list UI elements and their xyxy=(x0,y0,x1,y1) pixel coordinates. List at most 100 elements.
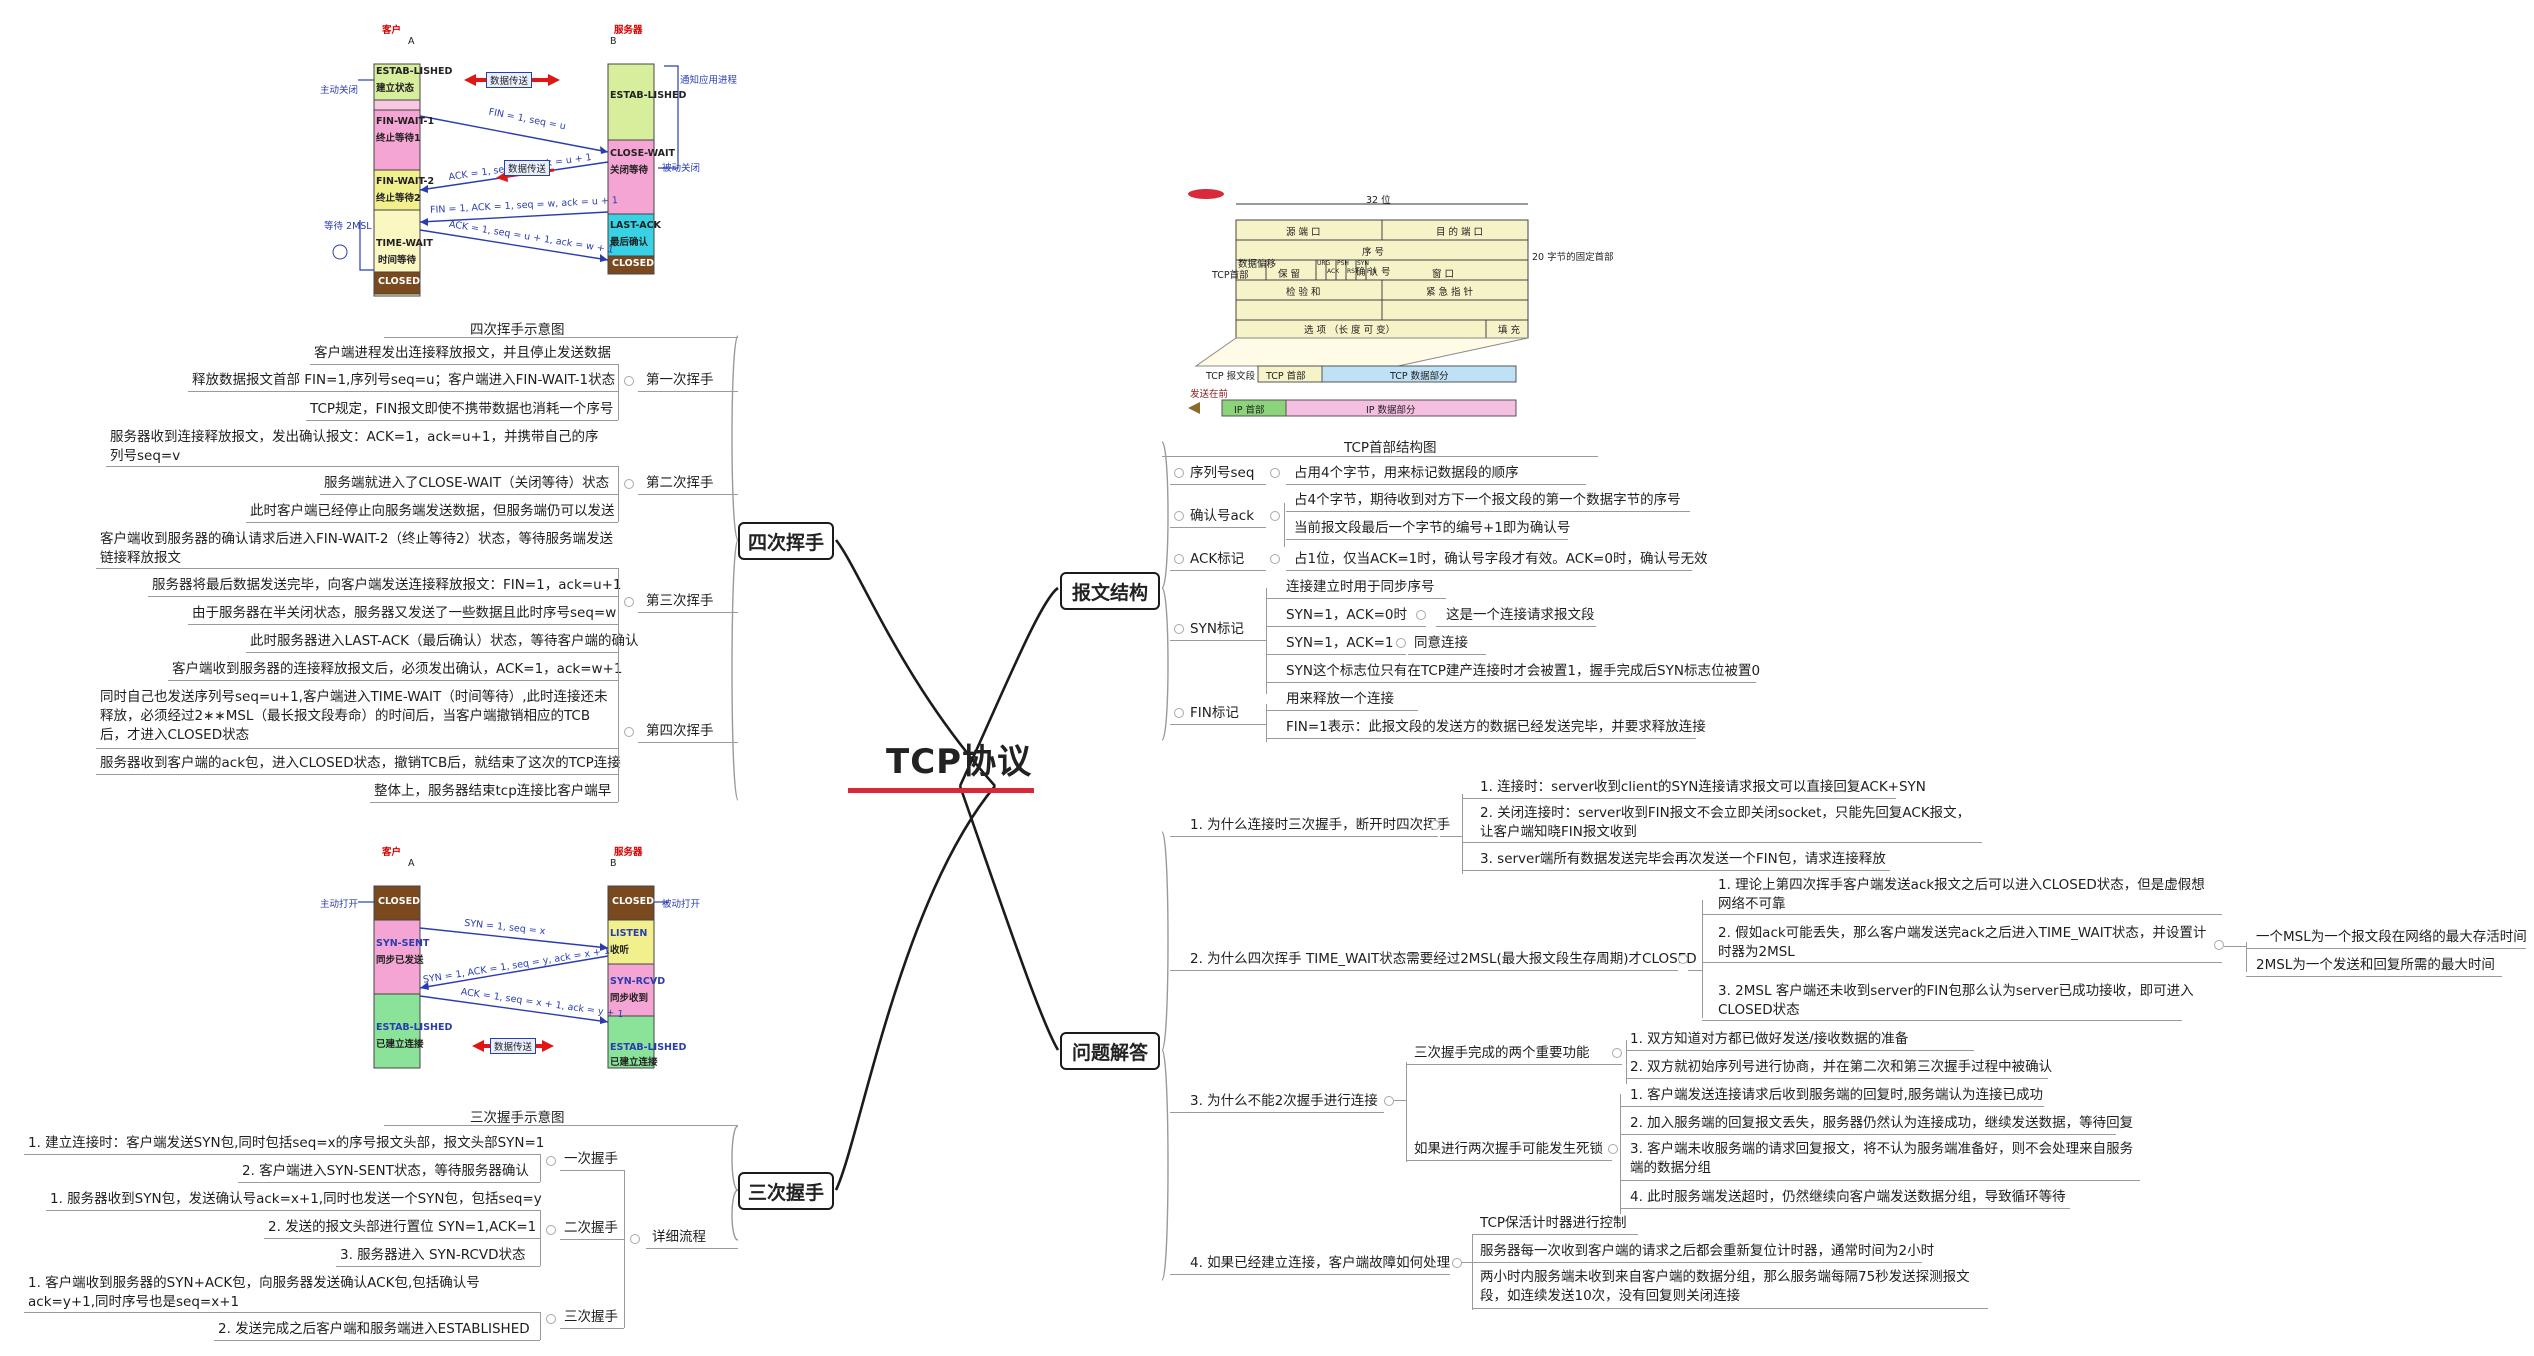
qa-q2c: 3. 2MSL 客户端还未收到server的FIN包那么认为server已成功接… xyxy=(1718,983,2194,1018)
four-wave-figure-svg xyxy=(332,63,679,297)
hdr-ack: 确 认 号 xyxy=(1356,267,1391,278)
hdr-checksum: 检 验 和 xyxy=(1286,287,1321,298)
qa-q2b2: 2MSL为一个发送和回复所需的最大时间 xyxy=(2256,957,2495,973)
four-item-5: 服务端就进入了CLOSE-WAIT（关闭等待）状态 xyxy=(324,475,610,491)
curve-struct xyxy=(958,586,1059,787)
four-lbl-1: 第一次挥手 xyxy=(646,372,714,388)
root-title: TCP协议 xyxy=(886,742,1033,782)
fig-estab-c: 建立状态 xyxy=(376,83,415,94)
hdr-flag-urg: URG xyxy=(1317,260,1331,267)
shake-b: B xyxy=(610,858,617,869)
fig-passive-close: 被动关闭 xyxy=(662,163,701,174)
fig-closed-b: CLOSED xyxy=(612,258,654,269)
four-item-11: 客户端收到服务器的连接释放报文后，必须发出确认，ACK=1，ack=w+1 xyxy=(172,661,623,677)
fig-finwait1-c: 终止等待1 xyxy=(376,133,421,144)
hdr-options: 选 项 （长 度 可 变） xyxy=(1304,325,1396,336)
three-lbl-2: 二次握手 xyxy=(564,1220,618,1236)
hdr-flag-fin: FIN xyxy=(1367,268,1377,275)
three-item-3: 1. 服务器收到SYN包，发送确认号ack=x+1,同时也发送一个SYN包，包括… xyxy=(50,1191,542,1207)
three-lbl-1: 一次握手 xyxy=(564,1151,618,1167)
struct-syn-d4: SYN这个标志位只有在TCP建产连接时才会被置1，握手完成后SYN标志位被置0 xyxy=(1286,663,1761,679)
fig-timewait: TIME-WAIT xyxy=(376,238,433,249)
fig-finwait1: FIN-WAIT-1 xyxy=(376,116,435,127)
qa-q4b: 服务器每一次收到客户端的请求之后都会重新复位计时器，通常时间为2小时 xyxy=(1480,1243,1935,1259)
four-item-14: 整体上，服务器结束tcp连接比客户端早 xyxy=(374,783,612,799)
struct-fin-d2: FIN=1表示：此报文段的发送方的数据已经发送完毕，并要求释放连接 xyxy=(1286,719,1706,735)
struct-syn-d3: SYN=1，ACK=1 xyxy=(1286,635,1394,651)
four-lbl-3: 第三次挥手 xyxy=(646,593,714,609)
hdr-reserved: 保 留 xyxy=(1278,269,1301,280)
qa-q2b: 2. 假如ack可能丢失，那么客户端发送完ack之后进入TIME_WAIT状态，… xyxy=(1718,925,2207,960)
hdr-flag-psh: PSH xyxy=(1337,260,1349,267)
four-item-4: 服务器收到连接释放报文，发出确认报文：ACK=1，ack=u+1，并携带自己的序… xyxy=(110,429,599,464)
four-item-10: 此时服务器进入LAST-ACK（最后确认）状态，等待客户端的确认 xyxy=(250,633,639,649)
fig-data-tx: 数据传送 xyxy=(486,72,533,88)
branch-three-shake[interactable]: 三次握手 xyxy=(738,1172,834,1210)
four-wave-figure: 客户 A 服务器 B 主动关闭 被动关闭 通知应用进程 ESTAB-LISHED… xyxy=(318,20,738,306)
shake-active-open: 主动打开 xyxy=(320,899,359,910)
struct-syn-d2b: 这是一个连接请求报文段 xyxy=(1446,607,1595,623)
struct-syn-d3b: 同意连接 xyxy=(1414,635,1468,651)
qa-q3a: 三次握手完成的两个重要功能 xyxy=(1414,1045,1590,1061)
hdr-src-port: 源 端 口 xyxy=(1286,227,1321,238)
qa-q3b3: 3. 客户端未收服务端的请求回复报文，将不认为服务端准备好，则不会处理来自服务端… xyxy=(1630,1141,2134,1176)
qa-q2a: 1. 理论上第四次挥手客户端发送ack报文之后可以进入CLOSED状态，但是虚假… xyxy=(1718,877,2205,912)
root-underline xyxy=(848,788,1034,793)
hdr-bits: 32 位 xyxy=(1366,195,1391,206)
fig-finwait2: FIN-WAIT-2 xyxy=(376,176,435,187)
qa-q4: 4. 如果已经建立连接，客户端故障如何处理 xyxy=(1190,1255,1451,1271)
branch-struct[interactable]: 报文结构 xyxy=(1060,572,1160,610)
qa-q2: 2. 为什么四次挥手 TIME_WAIT状态需要经过2MSL(最大报文段生存周期… xyxy=(1190,951,1697,967)
shake-listen: LISTEN xyxy=(610,928,648,939)
hdr-tcp-hdr: TCP首部 xyxy=(1212,270,1249,281)
qa-q3: 3. 为什么不能2次握手进行连接 xyxy=(1190,1093,1378,1109)
hdr-seq: 序 号 xyxy=(1362,247,1385,258)
qa-q1b: 2. 关闭连接时：server收到FIN报文不会立即关闭socket，只能先回复… xyxy=(1480,805,1971,840)
fig-client-label: 客户 xyxy=(382,25,402,36)
fig-timewait-c: 时间等待 xyxy=(378,255,417,266)
qa-q1c: 3. server端所有数据发送完毕会再次发送一个FIN包，请求连接释放 xyxy=(1480,851,1886,867)
fig-b-label: B xyxy=(610,36,617,47)
hdr-window: 窗 口 xyxy=(1432,269,1455,280)
struct-seq: 序列号seq xyxy=(1190,465,1255,481)
curve-three xyxy=(834,785,996,1191)
three-item-2: 2. 客户端进入SYN-SENT状态，等待服务器确认 xyxy=(242,1163,529,1179)
qa-q3b1: 1. 客户端发送连接请求后收到服务端的回复时,服务端认为连接已成功 xyxy=(1630,1087,2043,1103)
three-lbl-3: 三次握手 xyxy=(564,1309,618,1325)
qa-q3a1: 1. 双方知道对方都已做好发送/接收数据的准备 xyxy=(1630,1031,1909,1047)
shake-listen-c: 收听 xyxy=(610,945,630,956)
four-caption-line xyxy=(384,337,738,338)
three-item-5: 3. 服务器进入 SYN-RCVD状态 xyxy=(340,1247,526,1263)
shake-synsent-c: 同步已发送 xyxy=(376,955,424,966)
struct-syn-d1: 连接建立时用于同步序号 xyxy=(1286,579,1435,595)
three-item-7: 2. 发送完成之后客户端和服务端进入ESTABLISHED xyxy=(218,1321,530,1337)
fig-finwait2-c: 终止等待2 xyxy=(376,193,421,204)
struct-fin-d1: 用来释放一个连接 xyxy=(1286,691,1394,707)
three-item-6: 1. 客户端收到服务器的SYN+ACK包，向服务器发送确认ACK包,包括确认号a… xyxy=(28,1275,480,1310)
hdr-offset: 数据偏移 xyxy=(1238,259,1277,270)
struct-ackf: ACK标记 xyxy=(1190,551,1245,567)
qa-q3b: 如果进行两次握手可能发生死锁 xyxy=(1414,1141,1603,1157)
branch-qa[interactable]: 问题解答 xyxy=(1060,1032,1160,1070)
four-item-3: TCP规定，FIN报文即使不携带数据也消耗一个序号 xyxy=(310,401,614,417)
qa-q1a: 1. 连接时：server收到client的SYN连接请求报文可以直接回复ACK… xyxy=(1480,779,1926,795)
shake-synsent: SYN-SENT xyxy=(376,938,430,949)
four-item-13: 服务器收到客户端的ack包，进入CLOSED状态，撤销TCB后，就结束了这次的T… xyxy=(100,755,621,771)
four-item-12: 同时自己也发送序列号seq=u+1,客户端进入TIME-WAIT（时间等待）,此… xyxy=(100,689,608,743)
fig-notify: 通知应用进程 xyxy=(680,75,738,86)
tcp-header-figure-svg xyxy=(1188,189,1529,417)
fig-wait2msl: 等待 2MSL xyxy=(324,221,372,232)
four-lbl-2: 第二次挥手 xyxy=(646,475,714,491)
hdr-flag-ack: ACK xyxy=(1327,268,1340,275)
shake-synrcvd: SYN-RCVD xyxy=(610,976,666,987)
hdr-fixed: 20 字节的固定首部 xyxy=(1532,252,1614,263)
struct-ack-d1: 占4个字节，期待收到对方下一个报文段的第一个数据字节的序号 xyxy=(1294,492,1681,508)
hdr-flag-syn: SYN xyxy=(1357,260,1369,267)
struct-caption: TCP首部结构图 xyxy=(1344,440,1437,456)
fig-closewait: CLOSE-WAIT xyxy=(610,148,676,159)
shake-estab-a-c: 已建立连接 xyxy=(376,1039,424,1050)
hdr-tcp-seg: TCP 报文段 xyxy=(1206,371,1256,382)
fig-server-label: 服务器 xyxy=(614,25,643,36)
branch-four-wave[interactable]: 四次挥手 xyxy=(738,522,834,560)
